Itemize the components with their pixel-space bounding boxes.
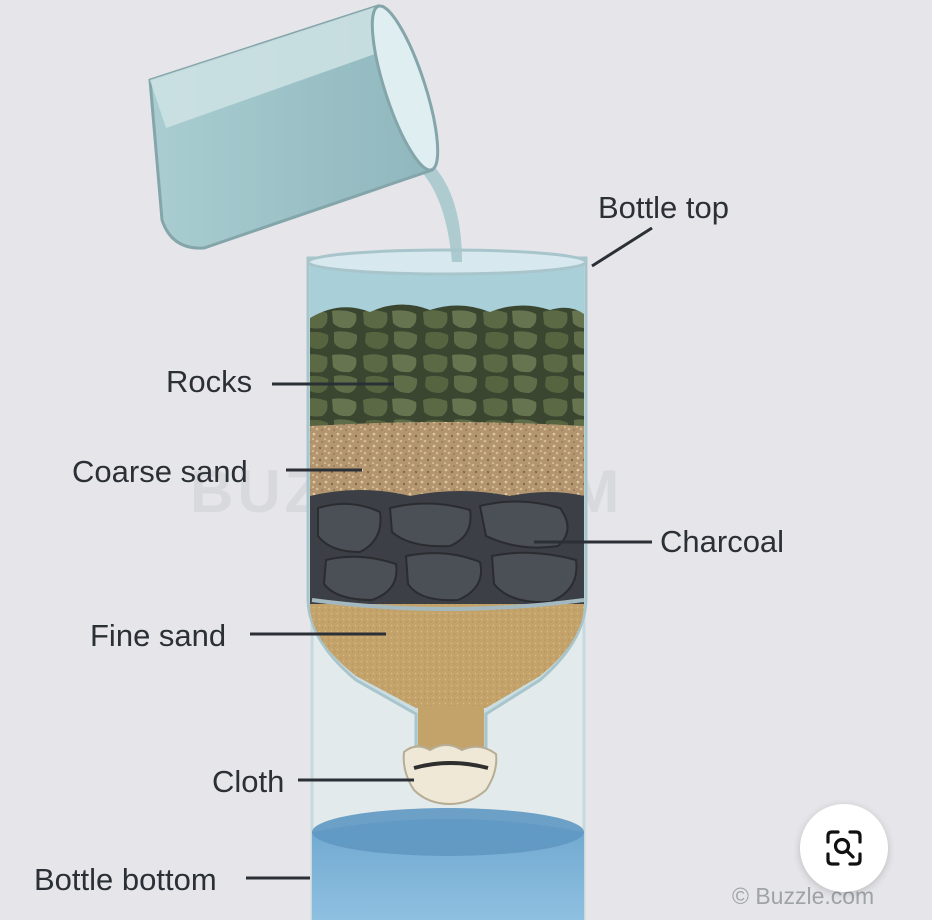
label-cloth: Cloth [212,764,284,799]
cloth [402,744,498,806]
pouring-cup [148,4,440,250]
leader-lines [246,226,653,880]
label-charcoal: Charcoal [660,524,784,559]
image-search-icon [826,830,862,866]
fine-sand-layer [310,604,584,708]
label-coarse-sand: Coarse sand [72,454,248,489]
bottle-top [306,248,588,806]
charcoal-chunks [317,500,578,604]
rocks-layer [310,304,584,430]
image-search-button[interactable] [800,804,888,892]
coarse-sand-layer [310,422,584,500]
label-fine-sand: Fine sand [90,618,226,653]
water-stream [418,164,462,262]
leader-bottle-top [591,226,653,268]
label-bottle-bottom: Bottle bottom [34,862,217,897]
label-bottle-top: Bottle top [598,190,729,225]
label-rocks: Rocks [166,364,252,399]
